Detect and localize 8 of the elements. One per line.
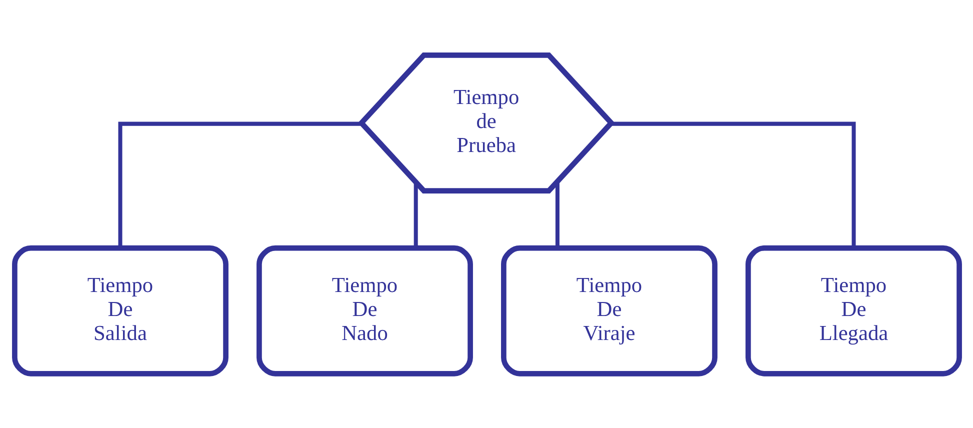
connector	[413, 182, 418, 248]
node-box: Tiempo De Salida	[12, 244, 228, 376]
connector	[610, 121, 856, 248]
connector	[554, 180, 559, 248]
node-box: Tiempo De Llegada	[745, 244, 962, 376]
node-box: Tiempo De Viraje	[500, 244, 717, 376]
node-box: Tiempo De Nado	[256, 244, 472, 376]
connector	[118, 121, 362, 248]
